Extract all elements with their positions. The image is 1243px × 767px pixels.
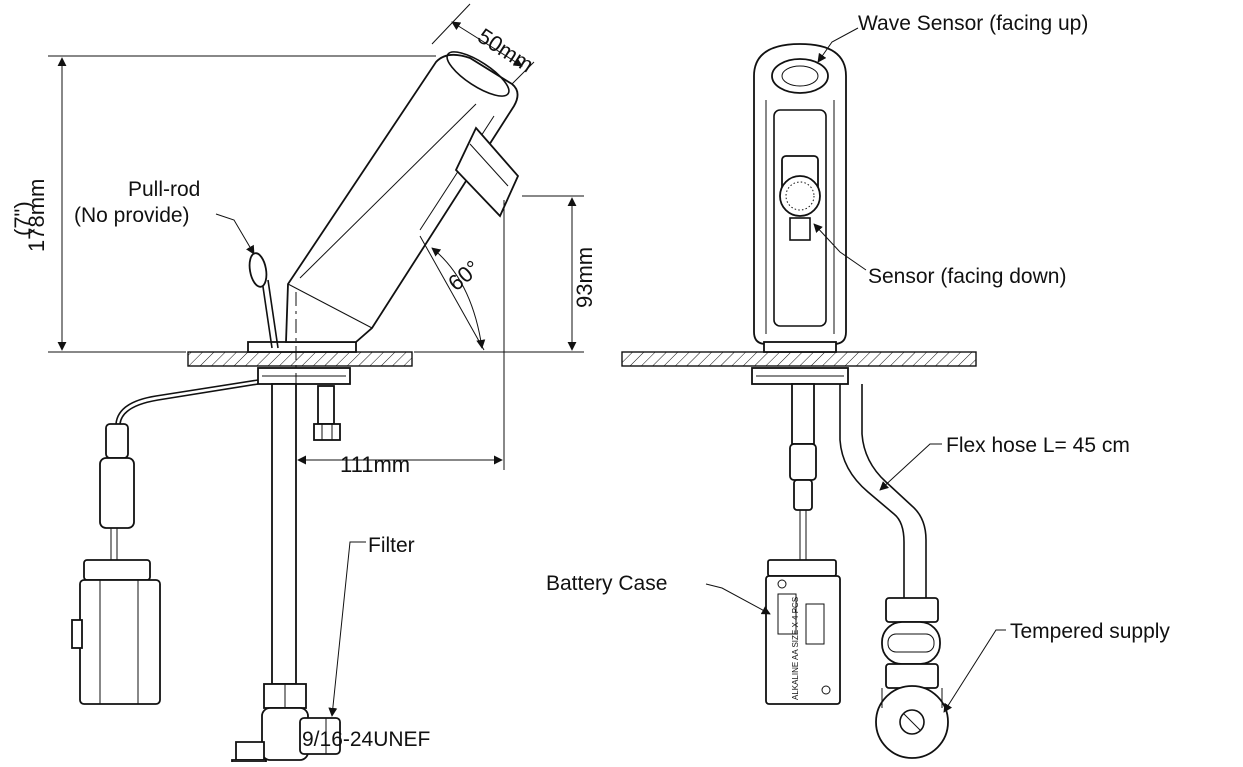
countertop-right (621, 351, 977, 367)
thread-label: 9/16-24UNEF (302, 728, 430, 751)
spout-body (285, 53, 519, 343)
filter-label: Filter (368, 534, 415, 557)
aerator-nozzle (454, 126, 520, 218)
pullrod-label-line2: (No provide) (74, 204, 190, 227)
battery-case-side (71, 559, 161, 705)
aerator-front (779, 175, 821, 217)
spout-height-dimension: 93mm (572, 247, 597, 308)
sensor-down-window (789, 217, 811, 241)
battery-case-front: ALKALINE AA SIZE X 4 PCS (765, 559, 841, 705)
tempered-supply-label: Tempered supply (1010, 620, 1170, 643)
pull-rod (248, 252, 279, 349)
faucet-base-flange (247, 341, 357, 353)
countertop-left (187, 351, 413, 367)
supply-pipe (271, 383, 297, 685)
height-dimension: 178mm (24, 179, 49, 252)
wave-sensor-window (771, 58, 829, 94)
reach-dimension: 111mm (340, 452, 410, 477)
flex-hose (839, 384, 905, 598)
tempered-supply-valve (875, 597, 949, 759)
wave-sensor-label: Wave Sensor (facing up) (858, 12, 1088, 35)
pullrod-label-line1: Pull-rod (128, 178, 200, 201)
side-view: 50mm 178mm (7") Pull-rod (No provide) 60… (10, 3, 597, 763)
sensor-down-label: Sensor (facing down) (868, 265, 1066, 288)
height-dimension-inch: (7") (10, 201, 35, 236)
battery-print: ALKALINE AA SIZE X 4 PCS (791, 597, 800, 700)
front-view: ALKALINE AA SIZE X 4 PCS Wave Sensor (fa… (546, 12, 1170, 759)
battery-case-label: Battery Case (546, 572, 667, 595)
filter-body (299, 717, 341, 755)
flex-hose-label: Flex hose L= 45 cm (946, 434, 1130, 457)
angle-label: 60° (443, 255, 485, 296)
